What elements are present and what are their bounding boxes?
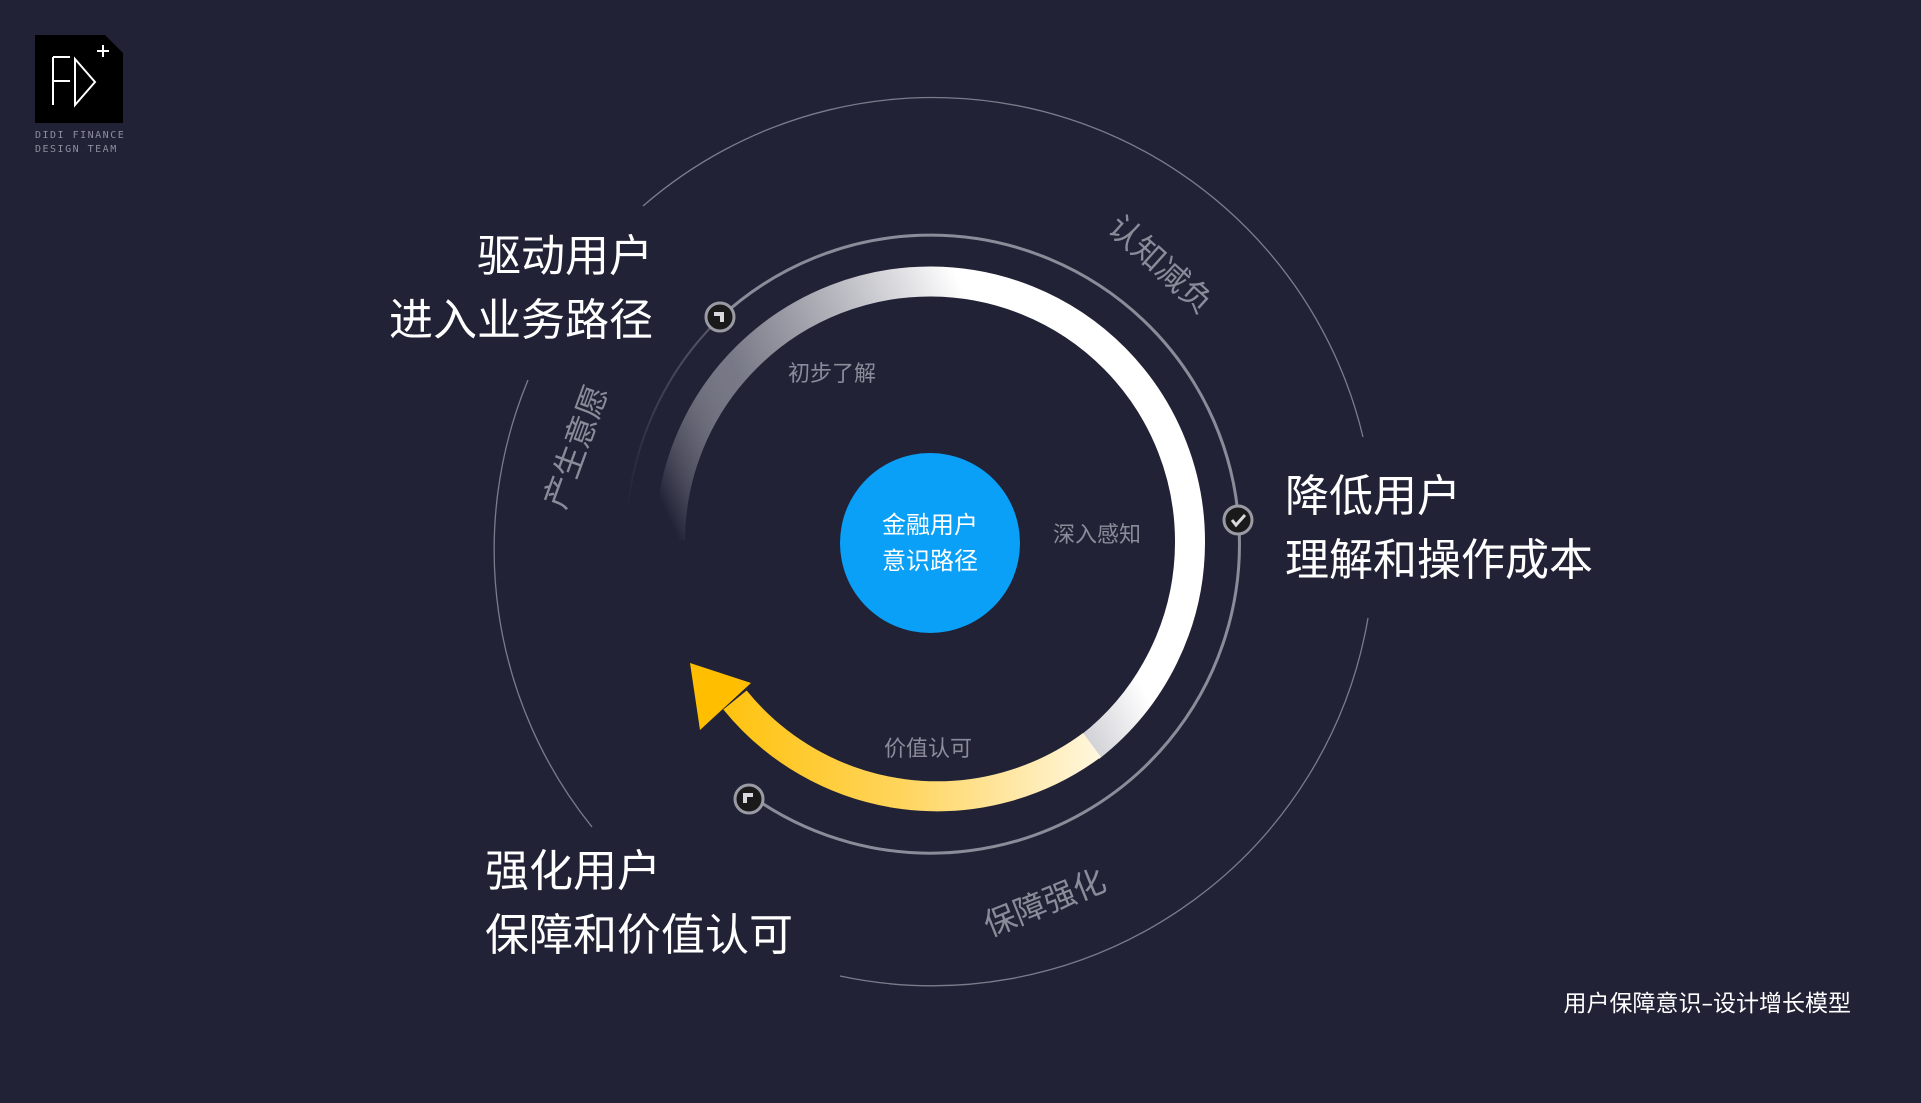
- node-check-marker: [1222, 504, 1254, 536]
- yellow-arrow-arc: [723, 690, 1101, 812]
- corner-top-left-icon: [743, 793, 753, 803]
- callout-strengthen-line2: 保障和价值认可: [485, 910, 793, 961]
- logo-text-line2: DESIGN TEAM: [35, 144, 118, 155]
- center-label: 金融用户 意识路径: [840, 453, 1020, 633]
- center-circle: [840, 453, 1020, 633]
- middle-ring: [625, 316, 722, 561]
- callout-drive-line1: 驱动用户: [477, 231, 653, 282]
- corner-top-right-icon: [714, 312, 724, 322]
- callout-reduce-line2: 理解和操作成本: [1285, 535, 1593, 586]
- yellow-arrow-head: [690, 663, 751, 730]
- callout-drive-line2: 进入业务路径: [389, 295, 653, 346]
- callout-strengthen: 强化用户 保障和价值认可: [485, 840, 793, 968]
- stage-value-label: 价值认可: [884, 737, 973, 762]
- white-progress-ring: [655, 266, 1206, 759]
- outer-ring: [493, 96, 1369, 987]
- callout-drive: 驱动用户 进入业务路径: [389, 225, 653, 353]
- callout-strengthen-line1: 强化用户: [485, 846, 661, 897]
- stage-initial-label: 初步了解: [788, 362, 877, 387]
- center-label-line2: 意识路径: [882, 547, 978, 575]
- node-end-marker: [733, 783, 765, 815]
- center-label-line1: 金融用户: [882, 511, 978, 539]
- fd-plus-logo-icon: [35, 35, 123, 123]
- callout-reduce: 降低用户 理解和操作成本: [1285, 465, 1593, 593]
- check-icon: [1230, 513, 1247, 528]
- logo: DIDI FINANCE DESIGN TEAM: [35, 35, 126, 155]
- stage-deep-label: 深入感知: [1053, 523, 1142, 548]
- footer-caption: 用户保障意识–设计增长模型: [1563, 991, 1852, 1017]
- logo-text-line1: DIDI FINANCE: [35, 130, 126, 141]
- node-start-marker: [704, 301, 736, 333]
- callout-reduce-line1: 降低用户: [1285, 471, 1461, 522]
